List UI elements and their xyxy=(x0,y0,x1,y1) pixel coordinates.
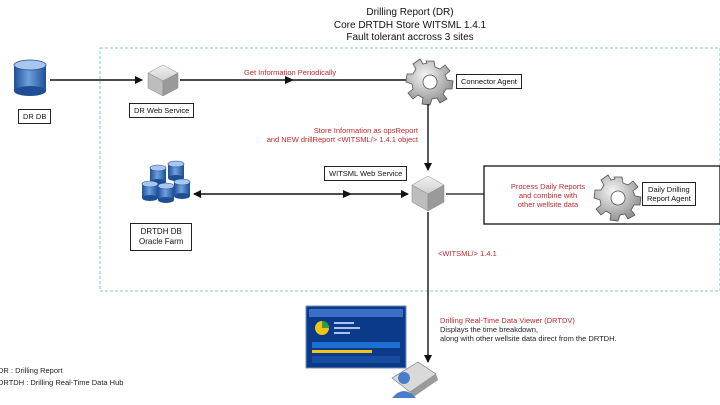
edge-direction-arrow xyxy=(343,190,352,198)
dr-web-service-cube-icon xyxy=(147,64,179,97)
daily-agent-gear-icon xyxy=(593,174,642,222)
viewer-title: Drilling Real-Time Data Viewer (DRTDV) xyxy=(440,316,575,325)
process-label-line2: and combine with xyxy=(518,191,578,200)
daily-agent-label: Daily Drilling Report Agent xyxy=(642,182,696,206)
dr-db-icon xyxy=(13,59,47,96)
connector-agent-gear-icon xyxy=(405,58,454,106)
legend-drtdh: DRTDH : Drilling Real-Time Data Hub xyxy=(0,378,124,387)
viewer-screenshot-image xyxy=(305,305,407,369)
witsml-web-service-cube-icon xyxy=(411,175,445,212)
diagram-title: Drilling Report (DR) xyxy=(366,7,454,18)
oracle-farm-db-icon xyxy=(141,160,191,203)
edge-direction-arrow xyxy=(285,76,294,84)
process-label-line3: other wellsite data xyxy=(517,200,579,209)
process-label-line1: Process Daily Reports xyxy=(510,182,586,191)
fault-tolerant-boundary xyxy=(99,47,720,292)
daily-agent-process-box xyxy=(483,165,720,225)
daily-agent-label-line2: Report Agent xyxy=(647,194,691,203)
diagram-subtitle: Core DRTDH Store WITSML 1.4.1 xyxy=(333,20,487,31)
witsml-version-label: <WITSML/> 1.4.1 xyxy=(438,249,497,258)
oracle-farm-label: DRTDH DB Oracle Farm xyxy=(130,223,193,251)
viewer-desc-line1: Displays the time breakdown, xyxy=(440,325,538,334)
witsml-version-text: <WITSML/> 1.4.1 xyxy=(438,249,497,258)
viewer-desc-line2: along with other wellsite data direct fr… xyxy=(440,334,617,343)
diagram-subtitle-2: Fault tolerant accross 3 sites xyxy=(346,32,474,43)
get-info-label: Get Information Periodically xyxy=(244,68,337,77)
oracle-farm-label-line2: Oracle Farm xyxy=(139,237,184,246)
user-laptop-icon xyxy=(391,361,438,398)
dr-db-label: DR DB xyxy=(18,109,52,124)
oracle-farm-label-line1: DRTDH DB xyxy=(140,227,182,236)
daily-agent-label-line1: Daily Drilling xyxy=(648,185,690,194)
store-info-label-line2: and NEW drillReport <WITSML/> 1.4.1 obje… xyxy=(266,135,418,144)
legend-dr: DR : Drilling Report xyxy=(0,366,63,375)
dr-web-service-label: DR Web Service xyxy=(129,103,195,118)
witsml-web-service-label: WITSML Web Service xyxy=(324,166,408,181)
store-info-label-line1: Store Information as opsReport xyxy=(313,126,418,135)
connector-agent-label: Connector Agent xyxy=(456,74,522,89)
